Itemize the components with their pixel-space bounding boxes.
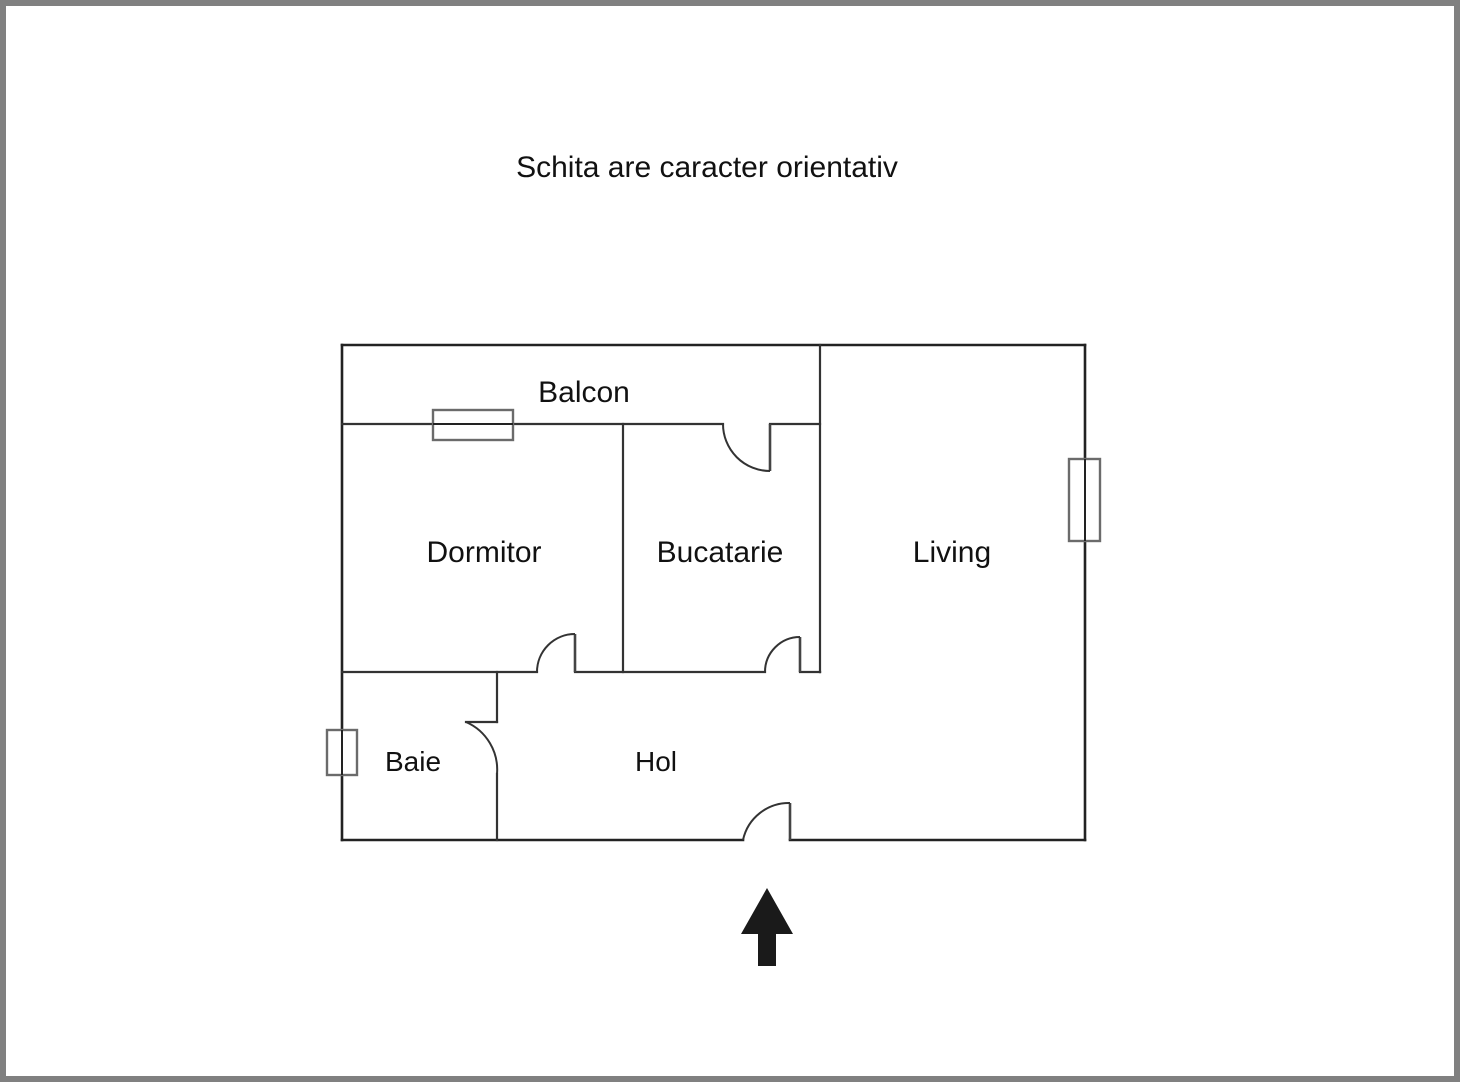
entrance-arrow [741, 888, 793, 966]
room-label-baie: Baie [385, 746, 441, 777]
door-arc-entry-hol [742, 801, 791, 841]
door-balcon-bucatarie [722, 423, 772, 472]
page-title: Schita are caracter orientativ [516, 151, 898, 184]
door-arc-dormitor-hol [536, 633, 576, 673]
interior-walls [340, 343, 822, 842]
room-label-hol: Hol [635, 746, 677, 777]
window-baie-west [325, 728, 359, 777]
room-label-balcon: Balcon [538, 376, 630, 409]
window-dormitor-balcon [431, 408, 515, 442]
door-arc-baie-hol [465, 721, 499, 775]
door-dormitor-hol [536, 633, 577, 673]
room-labels: Balcon Dormitor Bucatarie Living Baie Ho… [385, 376, 991, 777]
door-bucatarie-hol [764, 636, 802, 673]
room-label-living: Living [913, 536, 991, 569]
room-label-bucatarie: Bucatarie [657, 536, 784, 569]
door-baie-hol [465, 721, 499, 775]
entrance-arrow-glyph [741, 888, 793, 966]
windows [325, 408, 1102, 777]
door-entry-hol [742, 801, 792, 841]
room-label-dormitor: Dormitor [426, 536, 541, 569]
window-living-east [1067, 457, 1102, 543]
door-arc-balcon-bucatarie [722, 423, 771, 472]
doors [465, 423, 802, 841]
door-arc-bucatarie-hol [764, 636, 801, 673]
